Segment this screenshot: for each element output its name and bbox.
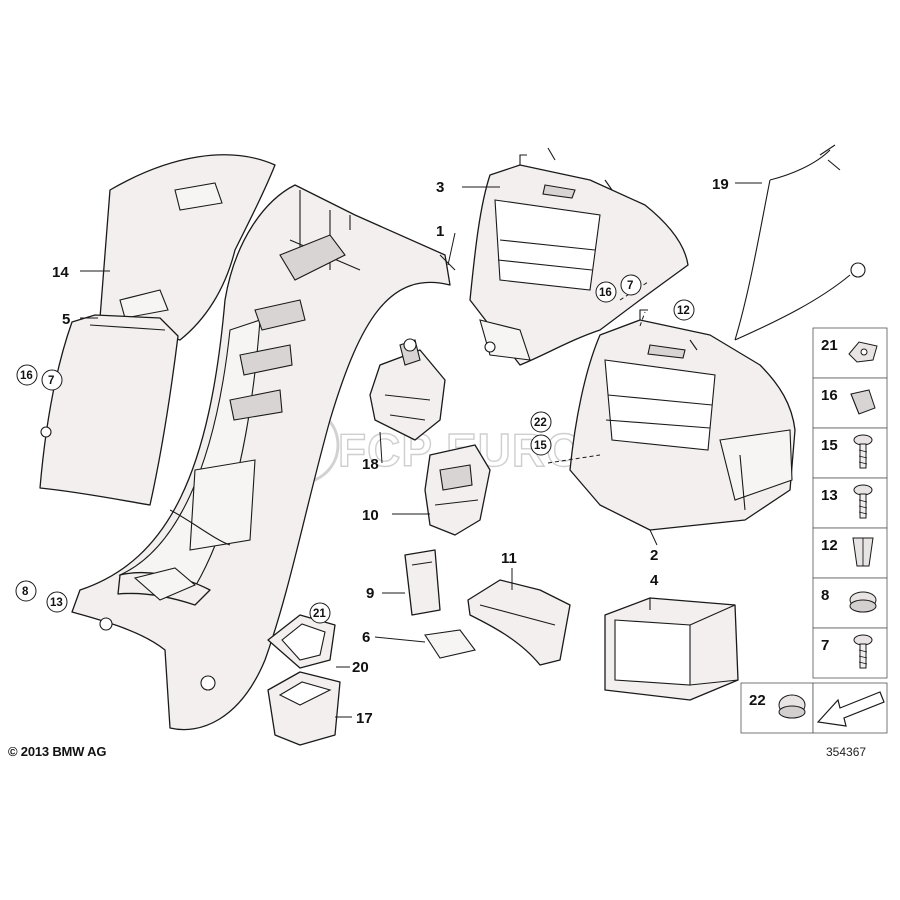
callout-labels: 1 2 3 4 5 6 9 10 11 14 17 18 19 20 (52, 176, 729, 727)
cable-part-19 (734, 144, 866, 341)
storage-frame-part-2 (569, 309, 796, 531)
callout-14: 14 (52, 264, 69, 281)
clip-nut-icon (848, 341, 878, 363)
legend-label-7: 7 (821, 637, 829, 654)
legend-label-8: 8 (821, 587, 829, 604)
legend-row-13: 13 (812, 477, 888, 529)
legend-row-15: 15 (812, 427, 888, 479)
legend-row-16: 16 (812, 377, 888, 429)
circled-12: 12 (677, 305, 690, 317)
callout-4: 4 (650, 572, 659, 589)
cover-part-11 (467, 579, 571, 666)
circled-callouts: 16 7 8 13 16 7 12 22 15 21 (15, 274, 695, 624)
callout-6: 6 (362, 629, 370, 646)
armrest-cover-part-14 (99, 154, 276, 341)
direction-arrow-icon (816, 691, 885, 727)
insert-part-17 (267, 671, 341, 746)
circled-22: 22 (534, 417, 547, 429)
center-console-part-1 (71, 184, 456, 731)
legend-cell (812, 477, 888, 529)
legend-label-16: 16 (821, 387, 838, 404)
callout-3: 3 (436, 179, 444, 196)
trim-part-9 (404, 549, 441, 616)
callout-11: 11 (501, 550, 517, 567)
cap-icon (850, 389, 876, 415)
spring-part-6 (424, 629, 476, 659)
circled-8: 8 (22, 586, 29, 598)
copyright-text: © 2013 BMW AG (8, 744, 107, 759)
circled-13: 13 (50, 597, 63, 609)
cover-frame-part-20 (267, 614, 336, 669)
leader-lines (80, 182, 762, 718)
circled-15: 15 (534, 440, 547, 452)
screw-icon (853, 434, 873, 469)
expanding-nut-icon (852, 537, 874, 567)
circled-7-left: 7 (48, 375, 54, 387)
legend-cell (812, 377, 888, 429)
legend-cell (812, 527, 888, 579)
circled-21: 21 (313, 608, 326, 620)
legend-row-8: 8 (812, 577, 888, 629)
callout-18: 18 (362, 456, 379, 473)
legend-row-21: 21 (812, 327, 888, 379)
armrest-pad-part-5 (39, 314, 179, 506)
actuator-part-18 (369, 338, 446, 441)
screw-icon (853, 634, 873, 669)
legend-label-13: 13 (821, 487, 838, 504)
storage-tray-part-4 (604, 597, 739, 701)
document-number: 354367 (826, 745, 867, 759)
legend-row-7: 7 (812, 627, 888, 679)
legend-row-12: 12 (812, 527, 888, 579)
legend-cell (812, 427, 888, 479)
screw-icon (853, 484, 873, 519)
legend-label-22: 22 (749, 692, 766, 709)
legend-label-12: 12 (821, 537, 838, 554)
legend-label-21: 21 (821, 337, 838, 354)
circled-7-right: 7 (627, 280, 633, 292)
legend-label-15: 15 (821, 437, 838, 454)
button-cap-icon (849, 591, 877, 613)
callout-5: 5 (62, 311, 70, 328)
plug-icon (778, 694, 806, 719)
circled-16-left: 16 (20, 370, 33, 382)
fastener-legend: 21 16 15 13 12 8 7 (812, 327, 888, 679)
callout-19: 19 (712, 176, 729, 193)
storage-frame-part-3 (469, 147, 689, 366)
legend-cell (812, 627, 888, 679)
callout-1: 1 (436, 223, 444, 240)
circled-16-right: 16 (599, 287, 612, 299)
callout-9: 9 (366, 585, 374, 602)
lock-mechanism-part-10 (424, 444, 491, 536)
callout-10: 10 (362, 507, 379, 524)
callout-17: 17 (356, 710, 373, 727)
callout-20: 20 (352, 659, 369, 676)
legend-bottom: 22 (740, 682, 888, 734)
callout-2: 2 (650, 547, 658, 564)
